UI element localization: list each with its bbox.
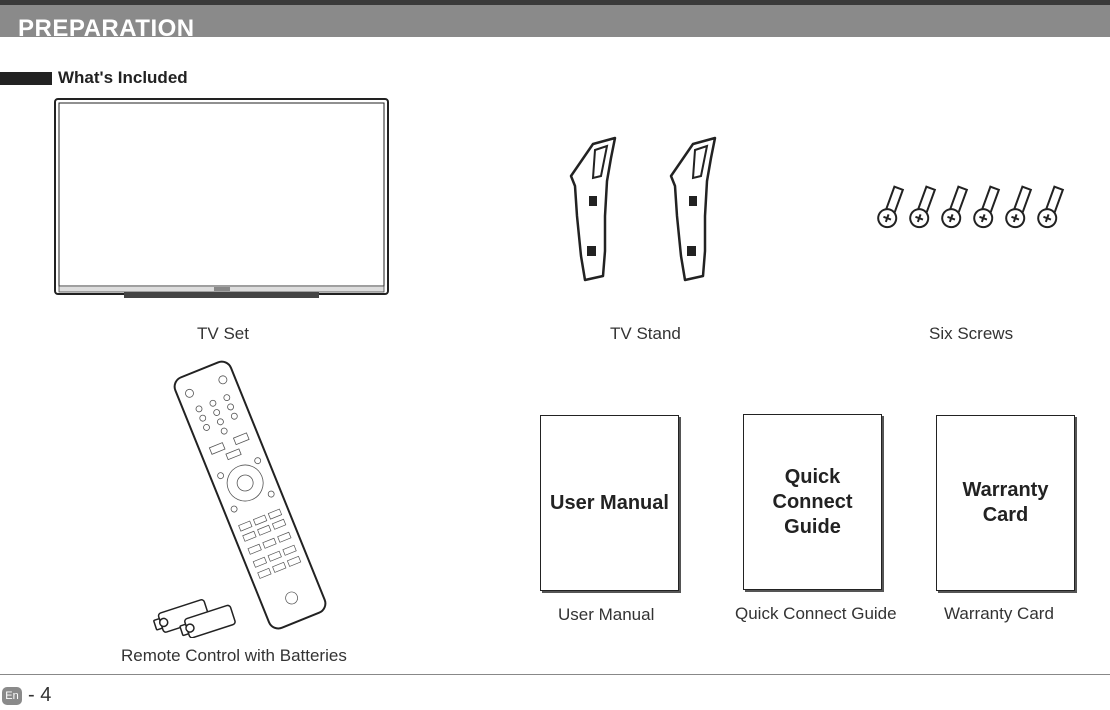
quick-guide-line-1: Quick [784, 465, 841, 488]
warranty-line-2: Card [982, 504, 1029, 526]
quick-guide-line-2: Connect [772, 490, 853, 513]
section-title: PREPARATION [18, 15, 195, 42]
screws-illustration [877, 185, 1065, 229]
remote-caption: Remote Control with Batteries [121, 646, 347, 665]
quick-guide-line-3: Guide [784, 515, 841, 538]
warranty-line-1: Warranty [962, 479, 1049, 501]
quick-connect-guide-booklet: Quick Connect Guide [743, 414, 882, 590]
tv-set-illustration [54, 98, 389, 298]
remote-illustration [153, 360, 327, 638]
quick-guide-caption: Quick Connect Guide [735, 604, 897, 623]
header-top-stripe [0, 0, 1110, 5]
user-manual-booklet-text: User Manual [550, 491, 669, 514]
warranty-card: Warranty Card [936, 415, 1075, 591]
tv-stand-illustration [569, 136, 717, 282]
user-manual-caption: User Manual [558, 605, 655, 624]
tv-set-caption: TV Set [197, 324, 249, 343]
screws-caption: Six Screws [929, 324, 1014, 343]
warranty-caption: Warranty Card [944, 604, 1054, 623]
subheading: What's Included [58, 68, 188, 87]
footer-divider [0, 674, 1110, 675]
subheading-marker [0, 72, 52, 85]
header-bar [0, 0, 1110, 37]
language-badge: En [2, 687, 22, 705]
user-manual-booklet: User Manual [540, 415, 679, 591]
tv-stand-caption: TV Stand [610, 324, 681, 343]
page-number: - 4 [28, 684, 52, 706]
